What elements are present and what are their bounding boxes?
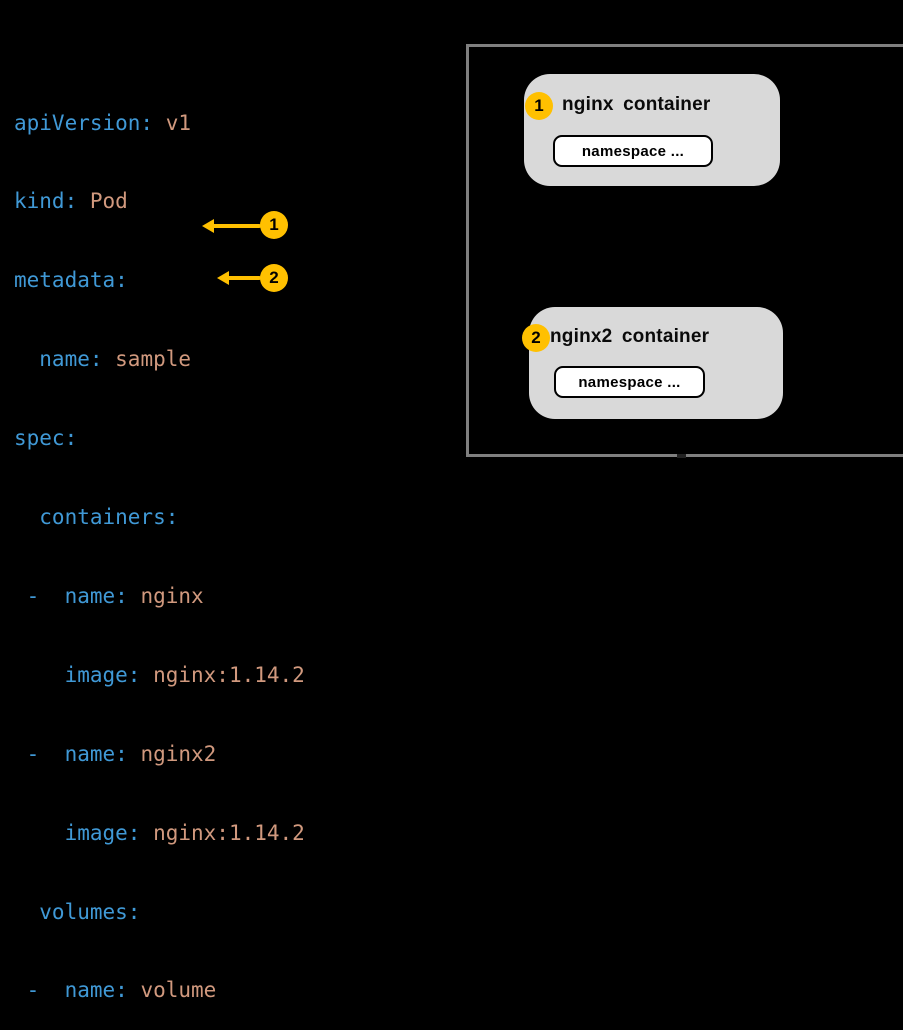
yaml-line-spec: spec: (14, 425, 305, 451)
yaml-code-block: apiVersion: v1 kind: Pod metadata: name:… (14, 57, 305, 1030)
callout-number: 2 (531, 328, 541, 347)
yaml-line-container1-image: image: nginx:1.14.2 (14, 662, 305, 688)
container-box-nginx (524, 74, 780, 186)
arrow-shaft (212, 224, 261, 228)
yaml-key: name: (14, 347, 103, 372)
callout-number: 2 (269, 268, 279, 287)
yaml-key: - name: (14, 978, 128, 1003)
yaml-key: containers: (14, 505, 179, 530)
namespace-button[interactable]: namespace ... (554, 366, 705, 398)
yaml-line-metadata-name: name: sample (14, 346, 305, 372)
yaml-value: nginx:1.14.2 (140, 662, 305, 687)
yaml-key: image: (14, 820, 141, 845)
container-badge-1: 1 (525, 92, 553, 120)
yaml-value: sample (102, 347, 192, 372)
callout-badge-1: 1 (260, 211, 288, 239)
yaml-value: volume (127, 978, 217, 1003)
yaml-line-kind: kind: Pod (14, 188, 305, 214)
yaml-value: nginx:1.14.2 (140, 820, 305, 845)
yaml-value: nginx (127, 583, 204, 608)
callout-number: 1 (534, 96, 544, 115)
yaml-key: - name: (14, 583, 128, 608)
yaml-key: metadata: (14, 268, 128, 293)
yaml-key: kind: (14, 189, 78, 214)
arrow-shaft (227, 276, 261, 280)
namespace-button[interactable]: namespace ... (553, 135, 713, 167)
container-title-nginx2: nginx2 container (550, 326, 710, 347)
yaml-line-container1-name: - name: nginx (14, 583, 305, 609)
frame-border-notch (677, 454, 686, 458)
yaml-key: apiVersion: (14, 110, 154, 135)
yaml-line-volume-name: - name: volume (14, 977, 305, 1003)
container-badge-2: 2 (522, 324, 550, 352)
yaml-key: - name: (14, 741, 128, 766)
yaml-value: Pod (77, 189, 128, 214)
yaml-line-container2-name: - name: nginx2 (14, 741, 305, 767)
yaml-line-metadata: metadata: (14, 267, 305, 293)
yaml-key: spec: (14, 426, 78, 451)
yaml-line-apiversion: apiVersion: v1 (14, 110, 305, 136)
yaml-line-volumes: volumes: (14, 899, 305, 925)
callout-number: 1 (269, 215, 279, 234)
yaml-value: nginx2 (127, 741, 217, 766)
yaml-key: volumes: (14, 899, 141, 924)
arrow-left-icon (217, 271, 229, 285)
yaml-line-container2-image: image: nginx:1.14.2 (14, 820, 305, 846)
arrow-left-icon (202, 219, 214, 233)
container-title-nginx: nginx container (562, 94, 711, 115)
container-box-nginx2 (529, 307, 783, 419)
yaml-value: v1 (153, 110, 192, 135)
yaml-line-containers: containers: (14, 504, 305, 530)
yaml-key: image: (14, 662, 141, 687)
callout-badge-2: 2 (260, 264, 288, 292)
